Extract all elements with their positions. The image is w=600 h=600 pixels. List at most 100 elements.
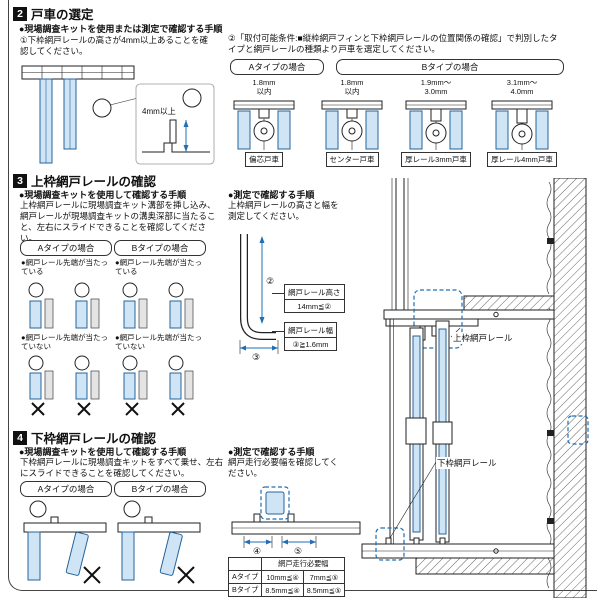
wall-section	[553, 178, 587, 598]
roller-dim-line2: 3.0mm	[424, 87, 448, 96]
kit-check-item	[122, 355, 148, 416]
screen-rail	[253, 513, 261, 523]
lower-rail-height-diagram: 4mm以上	[21, 65, 215, 165]
kit-check-item	[74, 355, 100, 416]
kit-check-item	[28, 355, 54, 416]
travel-width-table: 網戸走行必要幅 Aタイプ 10mm≦④ 7mm≦⑤ Bタイプ 8.5mm≦④ 8…	[227, 557, 346, 597]
roller-dim-line1: 1.8mm	[340, 78, 364, 87]
survey-kit	[138, 370, 148, 400]
s3-a-ng-diagram	[28, 355, 100, 416]
kit-check-item	[74, 282, 100, 329]
screen-rail	[346, 108, 358, 119]
row-value-4: 10mm≦④	[261, 570, 304, 584]
rail-height-value: 14mm≦②	[285, 299, 344, 312]
lower-rail-highlight-box	[375, 527, 405, 561]
s4-type-b-box: Bタイプの場合	[114, 481, 206, 497]
dim-4mm-label: 4mm以上	[142, 107, 176, 116]
s3-b-ng-diagram	[122, 355, 194, 416]
s3-a-ok-diagram	[28, 282, 100, 329]
section-4-header: 4 下枠網戸レールの確認	[13, 428, 156, 447]
roller-dim-line1: 1.8mm	[252, 78, 276, 87]
s3-b-ng-label: ●網戸レール先端が当たっていない	[115, 333, 203, 352]
sill-profile	[23, 522, 107, 533]
roller-name: 偏芯戸車	[245, 152, 283, 167]
survey-kit	[184, 370, 194, 400]
table-row-a-type: Aタイプ 10mm≦④ 7mm≦⑤	[227, 570, 346, 584]
section-4-number: 4	[13, 430, 27, 445]
kit-check-item	[28, 282, 54, 329]
dim-3-label: ③	[252, 352, 260, 362]
table-empty-header	[227, 557, 263, 571]
contact-circle	[28, 355, 44, 371]
lower-rail-callout: 下枠網戸レール	[436, 457, 498, 469]
survey-kit	[138, 298, 148, 329]
rail-height-box: 網戸レール高さ 14mm≦②	[284, 284, 345, 313]
contact-circle	[122, 282, 138, 298]
roller-dim-line1: 3.1mm～	[506, 78, 538, 87]
s4-b-check-diagram	[117, 500, 201, 584]
s4-measure-text: 網戸走行必要幅を確認してください。	[228, 457, 338, 479]
s3-kit-procedure-header: ●現場調査キットを使用して確認する手順	[19, 190, 187, 200]
screw-head	[493, 548, 499, 554]
screen-rail	[50, 516, 59, 524]
screen-rail	[516, 108, 528, 124]
lower-screen-rail	[385, 537, 392, 545]
table-header-row: 網戸走行必要幅	[227, 557, 346, 571]
roller-dim-line2: 以内	[256, 87, 272, 96]
kit-check-item	[122, 282, 148, 329]
s3-b-ok-diagram	[122, 282, 194, 329]
table-title: 網戸走行必要幅	[261, 557, 346, 571]
survey-kit-tilted	[65, 531, 89, 576]
interlock-hardware	[405, 417, 427, 445]
s4-measure-diagram: ④ ⑤	[231, 486, 361, 556]
roller-name: センター戸車	[325, 152, 379, 167]
s3-type-b-box: Bタイプの場合	[114, 240, 206, 256]
ng-cross-icon	[125, 402, 139, 416]
roller-wheel	[253, 120, 275, 142]
sill-framing	[415, 557, 555, 575]
s4-kit-procedure-header: ●現場調査キットを使用して確認する手順	[19, 447, 187, 457]
kit-check-item	[168, 355, 194, 416]
s4-type-a-box: Aタイプの場合	[20, 481, 112, 497]
section-3-number: 3	[13, 173, 27, 188]
contact-circle	[168, 282, 184, 298]
survey-kit	[90, 298, 100, 329]
s3-a-ok-label: ●網戸レール先端が当たっている	[21, 258, 109, 277]
ng-cross-icon	[177, 566, 195, 584]
s3-measure-text: 上枠網戸レールの高さと幅を測定してください。	[228, 200, 339, 222]
rail-width-box: 網戸レール幅 ③≧1.6mm	[284, 322, 337, 351]
rail-width-value: ③≧1.6mm	[285, 337, 336, 350]
table-row-b-type: Bタイプ 8.5mm≦④ 8.5mm≦⑤	[227, 583, 346, 597]
roller-option-thick3: 1.9mm～ 3.0mm 厚レール3mm戸車	[394, 78, 478, 167]
roller-diagram	[233, 100, 295, 150]
survey-kit	[90, 370, 100, 400]
row-type: Aタイプ	[227, 570, 263, 584]
screen-rail	[430, 108, 442, 122]
roller-option-thick4: 3.1mm～ 4.0mm 厚レール4mm戸車	[480, 78, 564, 167]
s3-a-ng-label: ●網戸レール先端が当たっていない	[21, 333, 109, 352]
screen-rail	[287, 513, 295, 523]
contact-circle	[74, 355, 90, 371]
lower-screen-rail	[169, 119, 177, 144]
interlock-hardware	[432, 421, 453, 445]
roller-diagram	[405, 100, 467, 150]
s3-measure-tool-diagram: ② ③	[239, 234, 279, 362]
section-2-header: 2 戸車の選定	[13, 4, 94, 23]
roller-diagram	[491, 100, 553, 150]
row-value-4: 8.5mm≦④	[261, 583, 304, 597]
contact-circle	[122, 355, 138, 371]
survey-kit-tilted	[159, 531, 183, 576]
roller-option-henshin: 1.8mm 以内 偏芯戸車	[222, 78, 306, 167]
s4-kit-text: 下枠網戸レールに現場調査キットをすべて乗せ、左右にスライドできることを確認してく…	[20, 457, 224, 479]
survey-kit-on-rail	[265, 491, 285, 515]
contact-circle	[123, 500, 141, 518]
roller-dim: 3.1mm～ 4.0mm	[507, 78, 537, 96]
roller-dim-line1: 1.9mm～	[420, 78, 452, 87]
row-value-5: 8.5mm≦⑤	[302, 583, 346, 597]
screw-head	[493, 311, 499, 318]
s4-a-check-diagram	[23, 500, 107, 584]
roller-dim-line2: 4.0mm	[510, 87, 534, 96]
s4-measure-header: ●測定で確認する手順	[228, 447, 315, 457]
section-3-header: 3 上枠網戸レールの確認	[13, 171, 156, 190]
